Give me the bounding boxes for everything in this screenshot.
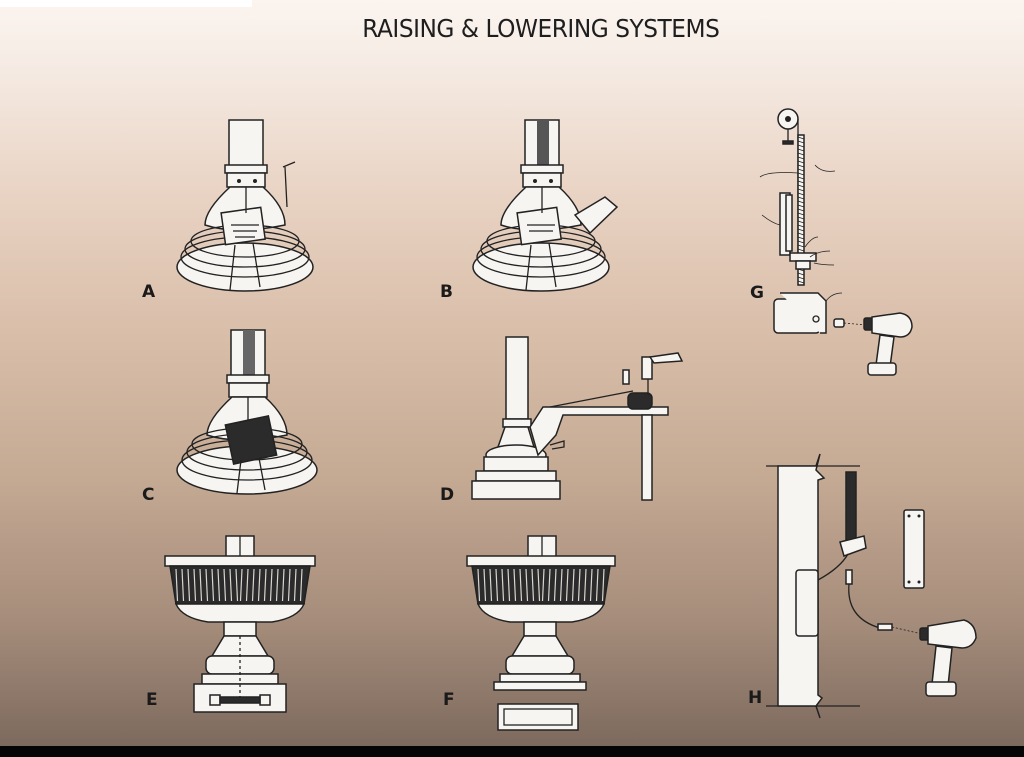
figure-h-illustration bbox=[766, 453, 977, 719]
figure-b-illustration bbox=[472, 119, 619, 292]
figure-g-label: G bbox=[750, 283, 764, 303]
figure-f-illustration bbox=[466, 535, 616, 731]
figure-e-illustration bbox=[164, 535, 316, 713]
figure-d-label: D bbox=[440, 485, 455, 505]
figure-c-label: C bbox=[142, 485, 155, 505]
top-edge-bar bbox=[0, 0, 252, 7]
figure-e-label: E bbox=[146, 690, 158, 710]
figure-a-illustration bbox=[176, 119, 314, 292]
figure-h-label: H bbox=[748, 688, 763, 708]
slide-title: RAISING & LOWERING SYSTEMS bbox=[362, 14, 720, 43]
figure-g-illustration bbox=[759, 108, 913, 376]
figure-d-illustration bbox=[471, 336, 684, 501]
figure-f-label: F bbox=[443, 690, 455, 710]
bottom-edge-bar bbox=[0, 746, 1024, 757]
figure-a-label: A bbox=[142, 282, 156, 302]
figure-b-label: B bbox=[440, 282, 453, 302]
figure-c-illustration bbox=[176, 329, 318, 495]
